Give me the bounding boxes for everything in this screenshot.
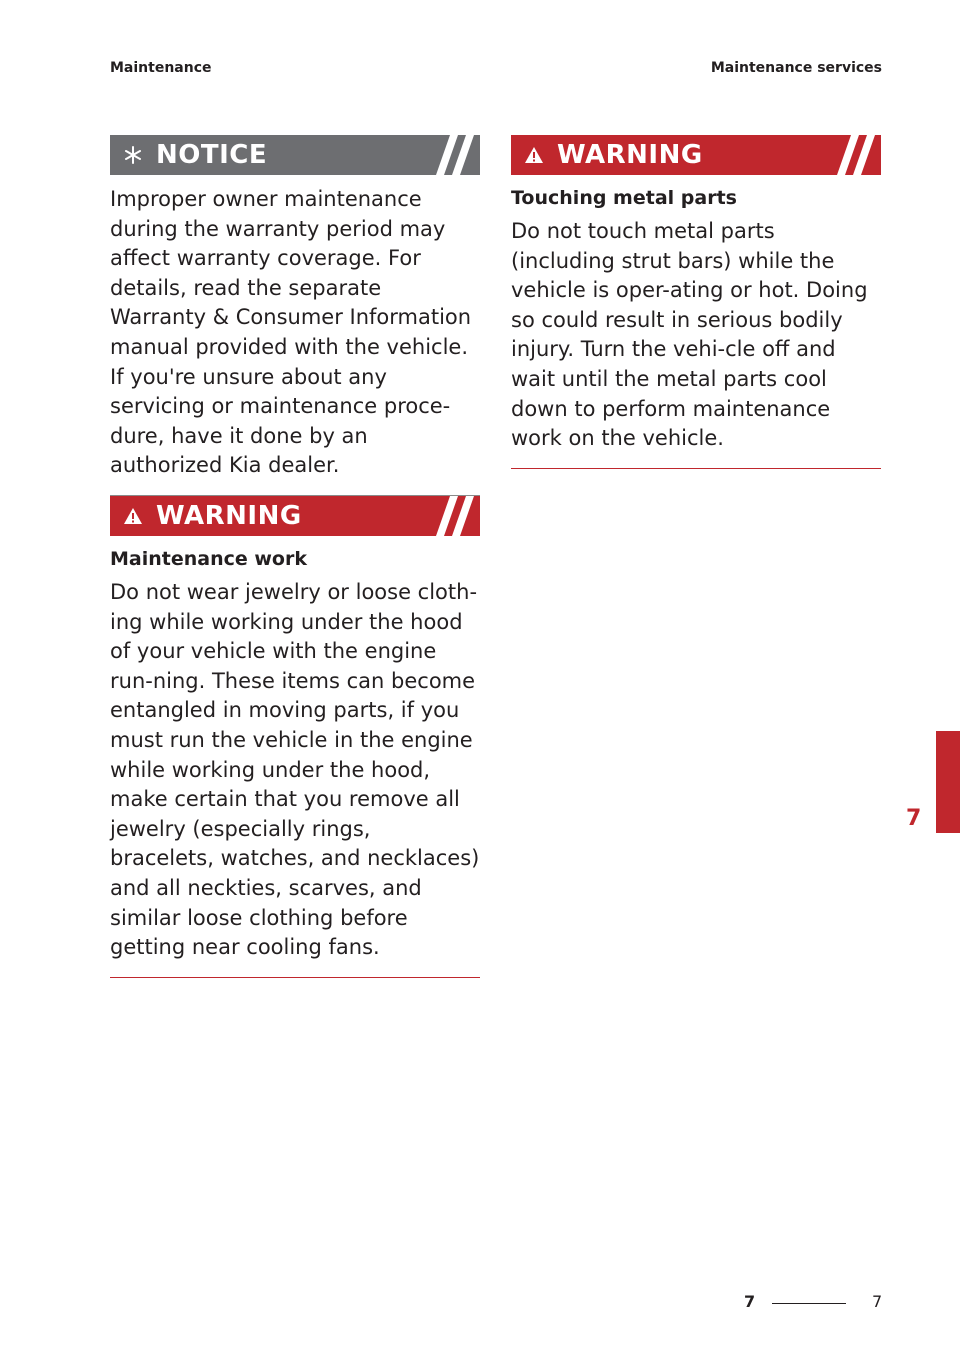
warning-box-metal: WARNING Touching metal parts Do not touc… [511,135,881,469]
notice-title: NOTICE [156,140,268,170]
footer-chapter-number: 7 [744,1292,756,1311]
banner-stripes-icon [837,135,875,175]
notice-box: NOTICE Improper owner maintenance during… [110,135,480,496]
banner-stripes-icon [436,135,474,175]
warning-subtitle: Maintenance work [110,548,307,570]
warning-banner: WARNING [511,135,881,175]
warning-divider [511,467,881,469]
warning-title: WARNING [156,501,302,531]
banner-stripes-icon [436,496,474,536]
chapter-tab [936,731,960,833]
chapter-tab-number: 7 [906,806,922,831]
warning-triangle-icon [122,505,144,527]
warning-title: WARNING [557,140,703,170]
running-header-left: Maintenance [110,60,212,76]
warning-text: Do not wear jewelry or loose cloth-ing w… [110,580,480,960]
notice-text: Improper owner maintenance during the wa… [110,187,472,478]
asterisk-icon [122,144,144,166]
warning-text: Do not touch metal parts (including stru… [511,219,868,451]
warning-banner: WARNING [110,496,480,536]
warning-box-maintenance: WARNING Maintenance work Do not wear jew… [110,496,480,978]
footer-page-number: 7 [872,1292,883,1311]
running-header-right: Maintenance services [710,60,882,76]
warning-subtitle: Touching metal parts [511,187,737,209]
warning-triangle-icon [523,144,545,166]
notice-divider [110,494,480,496]
notice-banner: NOTICE [110,135,480,175]
footer-divider [772,1303,846,1304]
warning-divider [110,976,480,978]
